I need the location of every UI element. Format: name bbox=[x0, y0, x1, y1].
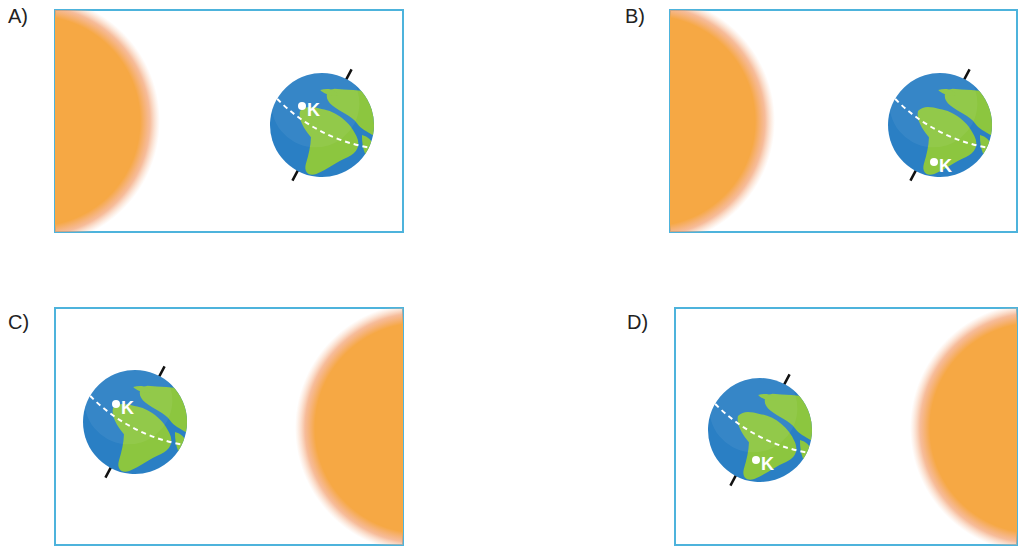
panel-letter: B) bbox=[625, 6, 645, 26]
earth bbox=[239, 41, 404, 209]
panel-letter: A) bbox=[8, 6, 28, 26]
panel-letter: C) bbox=[8, 312, 29, 332]
point-label: K bbox=[307, 101, 320, 119]
sun bbox=[910, 308, 1017, 545]
point-k-dot bbox=[298, 102, 306, 110]
sun bbox=[670, 10, 775, 232]
earth bbox=[677, 346, 842, 514]
point-label: K bbox=[121, 399, 134, 417]
point-k-dot bbox=[112, 400, 120, 408]
sun bbox=[295, 308, 403, 545]
point-k-dot bbox=[752, 456, 760, 464]
point-label: K bbox=[939, 157, 952, 175]
sun bbox=[55, 10, 160, 232]
earth bbox=[857, 41, 1019, 209]
earth bbox=[52, 338, 217, 506]
point-label: K bbox=[761, 455, 774, 473]
point-k-dot bbox=[930, 158, 938, 166]
panel-letter: D) bbox=[627, 312, 648, 332]
